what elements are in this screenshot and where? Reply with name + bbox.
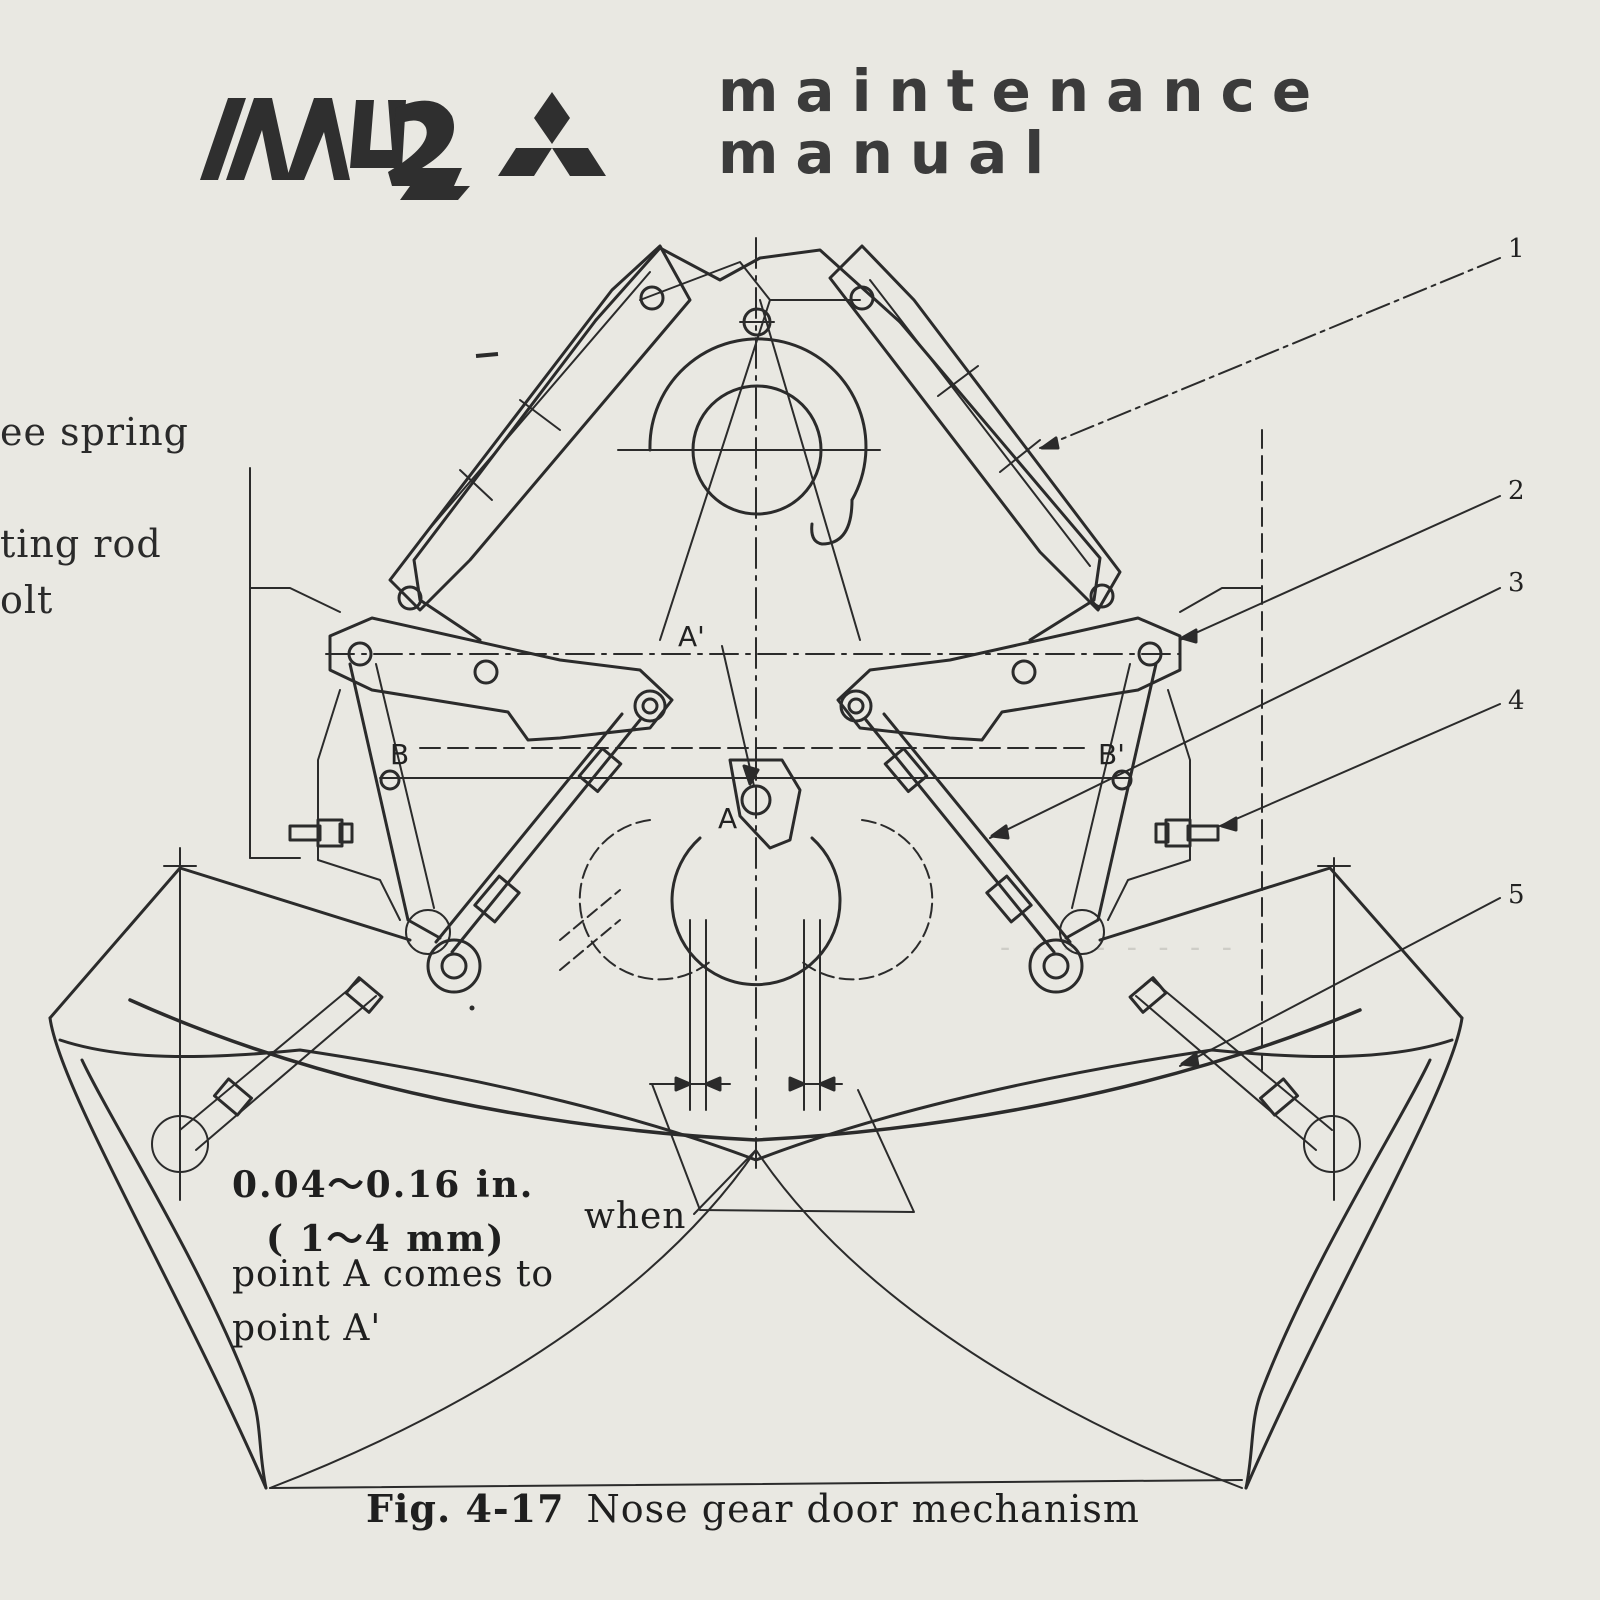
mu2-logo <box>200 98 470 200</box>
stray-mark <box>475 352 499 358</box>
nose-gear-door-mechanism-drawing <box>48 237 1501 1490</box>
figure-caption: Fig. 4-17 Nose gear door mechanism <box>366 1486 1140 1531</box>
label-a: A <box>718 802 738 835</box>
title-line-2: manual <box>718 119 1062 187</box>
margin-text-3: olt <box>0 578 54 622</box>
callout-5: 5 <box>1508 880 1525 910</box>
callout-4: 4 <box>1508 686 1525 716</box>
clearance-condition-1: point A comes to <box>232 1254 555 1295</box>
manual-title: maintenance manual <box>718 60 1328 184</box>
callout-3: 3 <box>1508 568 1525 598</box>
label-b: B <box>390 738 410 771</box>
stray-dot <box>469 1005 475 1011</box>
label-b-prime: B' <box>1098 738 1125 771</box>
mitsubishi-logo <box>498 92 606 176</box>
clearance-inches: 0.04～0.16 in. <box>232 1164 535 1206</box>
clearance-condition-2: point A' <box>232 1308 382 1349</box>
margin-text-2: ting rod <box>0 522 162 566</box>
figure-number: Fig. 4-17 <box>366 1486 565 1531</box>
callout-1: 1 <box>1508 234 1525 264</box>
figure-title: Nose gear door mechanism <box>586 1487 1140 1531</box>
margin-text-1: ee spring <box>0 410 189 454</box>
clearance-when: when <box>584 1196 687 1237</box>
label-a-prime: A' <box>678 620 705 653</box>
title-line-1: maintenance <box>718 57 1329 125</box>
callout-2: 2 <box>1508 476 1525 506</box>
clearance-mm: ( 1～4 mm) <box>266 1218 506 1260</box>
